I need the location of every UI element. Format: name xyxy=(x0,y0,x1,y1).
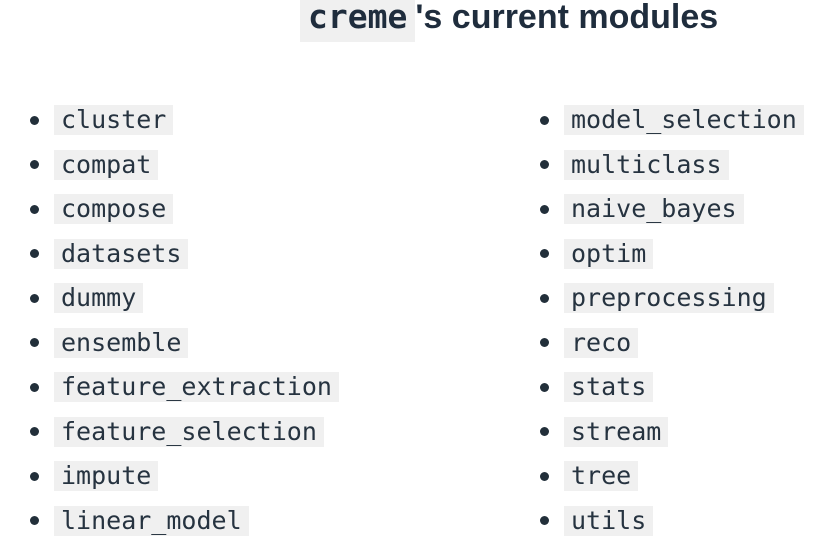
module-list-right: model_selection multiclass naive_bayes o… xyxy=(540,105,804,550)
module-item: multiclass xyxy=(540,149,804,180)
bullet-icon xyxy=(30,115,39,125)
module-item: stats xyxy=(540,372,804,402)
bullet-icon xyxy=(30,516,39,525)
bullet-icon xyxy=(30,160,39,169)
bullet-icon xyxy=(540,338,549,347)
module-item: impute xyxy=(30,461,339,491)
bullet-icon xyxy=(540,160,549,169)
module-item: tree xyxy=(540,461,804,491)
module-item: compose xyxy=(30,194,339,224)
bullet-icon xyxy=(30,293,39,303)
module-code: datasets xyxy=(54,238,189,269)
bullet-icon xyxy=(30,249,39,258)
module-code: compose xyxy=(54,194,174,224)
module-code: cluster xyxy=(54,105,174,135)
bullet-icon xyxy=(540,471,549,481)
module-item: datasets xyxy=(30,238,339,269)
bullet-icon xyxy=(30,382,39,392)
title-text: 's current modules xyxy=(415,0,719,36)
module-code: preprocessing xyxy=(564,283,774,313)
module-item: preprocessing xyxy=(540,283,804,313)
module-item: dummy xyxy=(30,283,339,313)
module-code: stream xyxy=(564,416,669,447)
bullet-icon xyxy=(540,204,549,214)
module-item: feature_extraction xyxy=(30,372,339,402)
module-code: feature_extraction xyxy=(54,372,339,402)
module-code: tree xyxy=(564,461,639,491)
module-item: model_selection xyxy=(540,105,804,135)
module-code: impute xyxy=(54,461,159,491)
module-code: ensemble xyxy=(54,327,189,358)
module-item: linear_model xyxy=(30,505,339,536)
page-title: creme's current modules xyxy=(300,0,719,42)
module-code: compat xyxy=(54,149,159,180)
module-item: compat xyxy=(30,149,339,180)
module-code: utils xyxy=(564,505,654,536)
module-list-left: cluster compat compose datasets dummy xyxy=(30,105,339,550)
bullet-icon xyxy=(30,204,39,214)
module-code: multiclass xyxy=(564,149,729,180)
bullet-icon xyxy=(30,338,39,347)
module-code: naive_bayes xyxy=(564,194,744,224)
module-item: ensemble xyxy=(30,327,339,358)
module-code: reco xyxy=(564,327,639,358)
module-item: stream xyxy=(540,416,804,447)
bullet-icon xyxy=(540,115,549,125)
module-code: dummy xyxy=(54,283,144,313)
module-code: linear_model xyxy=(54,505,249,536)
bullet-icon xyxy=(540,382,549,392)
module-item: cluster xyxy=(30,105,339,135)
bullet-icon xyxy=(540,516,549,525)
module-item: feature_selection xyxy=(30,416,339,447)
module-code: feature_selection xyxy=(54,416,324,447)
bullet-icon xyxy=(540,293,549,303)
module-item: utils xyxy=(540,505,804,536)
bullet-icon xyxy=(540,427,549,436)
module-item: naive_bayes xyxy=(540,194,804,224)
module-code: model_selection xyxy=(564,105,804,135)
module-code: stats xyxy=(564,372,654,402)
bullet-icon xyxy=(30,471,39,481)
module-item: optim xyxy=(540,238,804,269)
module-item: reco xyxy=(540,327,804,358)
title-code-creme: creme xyxy=(300,0,416,42)
bullet-icon xyxy=(30,427,39,436)
module-code: optim xyxy=(564,238,654,269)
bullet-icon xyxy=(540,249,549,258)
